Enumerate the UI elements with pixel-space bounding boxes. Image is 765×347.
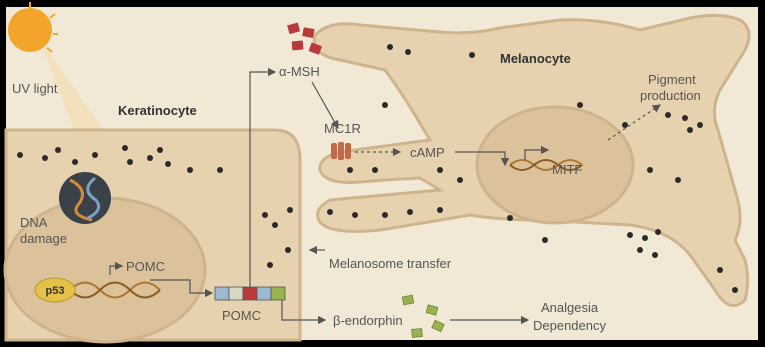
uv-light-label: UV light	[12, 81, 58, 96]
alpha-msh-label: α-MSH	[279, 64, 320, 79]
analgesia-label: Analgesia	[541, 300, 599, 315]
pigment-production-label-line1: Pigment	[648, 72, 696, 87]
dna-damage-icon	[59, 172, 111, 224]
dna-damage-label-line1: DNA	[20, 215, 48, 230]
pigment-production-label-line2: production	[640, 88, 701, 103]
pomc-gene-label: POMC	[126, 259, 165, 274]
beta-endorphin-label: β-endorphin	[333, 313, 403, 328]
mitf-label: MITF	[552, 162, 582, 177]
camp-label: cAMP	[410, 145, 445, 160]
melanosome-transfer-label: Melanosome transfer	[329, 256, 452, 271]
keratinocyte-title: Keratinocyte	[118, 103, 197, 118]
mc1r-receptor-icon	[331, 142, 351, 160]
p53-label: p53	[46, 285, 65, 297]
pomc-protein-icon	[215, 287, 285, 300]
dna-damage-label-line2: damage	[20, 231, 67, 246]
pomc-protein-label: POMC	[222, 308, 261, 323]
mc1r-label: MC1R	[324, 121, 361, 136]
melanocyte-title: Melanocyte	[500, 51, 571, 66]
dependency-label: Dependency	[533, 318, 606, 333]
